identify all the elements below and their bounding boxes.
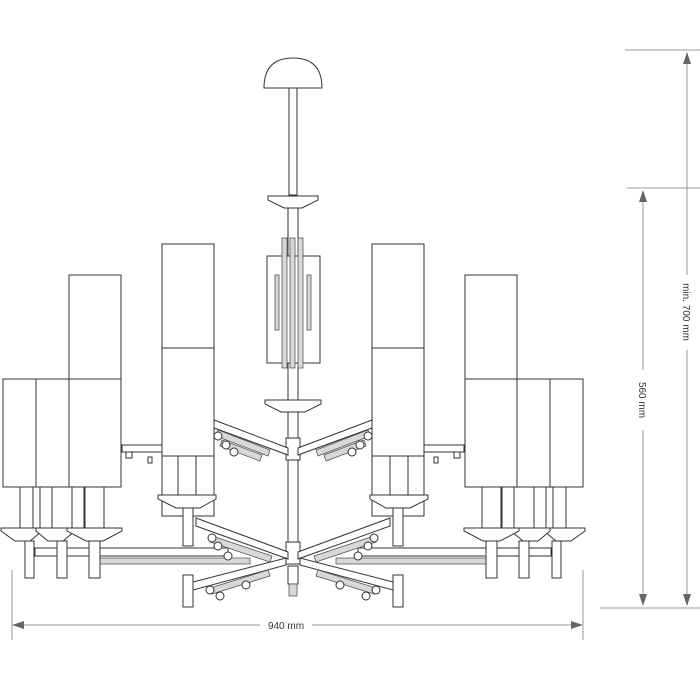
glass-rod — [306, 274, 312, 331]
glass-rod — [281, 237, 288, 369]
candle-cup — [66, 527, 123, 542]
lamp-shade-tall — [68, 274, 122, 380]
glass-rod — [297, 237, 304, 369]
candle-cup — [157, 494, 217, 509]
dimension-height: 560 mm — [600, 187, 700, 609]
suspension-rod — [288, 87, 298, 196]
outer-lamp-cluster — [0, 274, 123, 579]
dimension-min-height: min. 700 mm — [625, 49, 700, 606]
lower-arm — [195, 517, 289, 560]
lamp-shade-upper — [161, 243, 215, 349]
min-height-label: min. 700 mm — [680, 283, 691, 341]
finial-glass — [288, 583, 298, 597]
right-arms — [297, 243, 586, 608]
central-column — [263, 57, 323, 597]
left-arms — [0, 243, 289, 608]
lamp-shade — [2, 378, 37, 488]
middle-cup — [264, 399, 322, 413]
height-label: 560 mm — [636, 382, 647, 418]
lamp-shade — [35, 378, 70, 488]
glass-rod — [274, 274, 280, 331]
ceiling-canopy — [263, 57, 323, 89]
lower-post — [182, 574, 194, 608]
lamp-shade — [68, 378, 122, 488]
inner-lamp — [157, 243, 217, 547]
upper-cup — [267, 195, 319, 209]
finial — [287, 565, 299, 585]
width-label: 940 mm — [268, 621, 304, 632]
glass-rod — [289, 237, 296, 369]
upper-glass-rods — [213, 429, 271, 462]
lamp-shade-lower — [161, 347, 215, 457]
dimension-width: 940 mm — [11, 570, 584, 640]
